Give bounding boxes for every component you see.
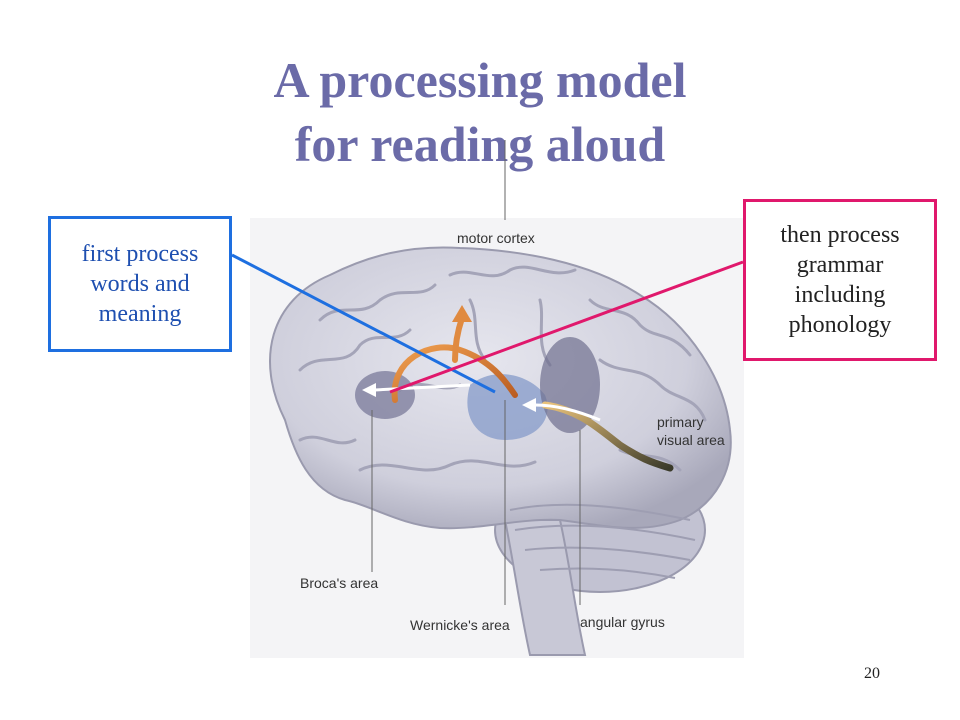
motor-arrow-head (452, 305, 472, 322)
slide-title: A processing model for reading aloud (0, 48, 960, 176)
white-arrow-left-head (362, 383, 376, 397)
right-callout-line-3: including (794, 282, 886, 308)
right-callout-pointer (389, 260, 744, 394)
primary-visual-label-2: visual area (657, 432, 725, 448)
right-callout-line-1: then process (780, 222, 900, 248)
right-callout-line-2: grammar (796, 252, 884, 278)
title-line-1: A processing model (273, 52, 687, 108)
angular-gyrus-region (540, 337, 600, 433)
wernickes-region (467, 374, 548, 440)
left-callout-line-3: meaning (98, 301, 182, 327)
angular-gyrus-label: angular gyrus (580, 614, 665, 630)
left-callout-line-1: first process (81, 241, 199, 267)
title-line-2: for reading aloud (294, 116, 666, 172)
brainstem-shape (503, 519, 587, 656)
white-arrow-right-head (522, 398, 536, 412)
brocas-area-label: Broca's area (300, 575, 378, 591)
white-arrow-right (534, 403, 601, 422)
right-callout-line-4: phonology (788, 312, 892, 338)
right-callout-box: then process grammar including phonology (743, 199, 937, 361)
left-callout-box: first process words and meaning (48, 216, 232, 352)
primary-visual-label-1: primary (657, 414, 704, 430)
motor-cortex-label: motor cortex (457, 230, 535, 246)
leader-lines (371, 140, 581, 605)
visual-pathway-tail (541, 401, 674, 472)
page-number: 20 (864, 665, 880, 682)
wernickes-area-label: Wernicke's area (410, 617, 510, 633)
motor-pathway-arc (391, 344, 518, 403)
left-callout-line-2: words and (90, 271, 190, 297)
cerebellum-folds (509, 503, 696, 579)
white-arrow-left (374, 383, 471, 392)
brocas-region (355, 371, 415, 419)
